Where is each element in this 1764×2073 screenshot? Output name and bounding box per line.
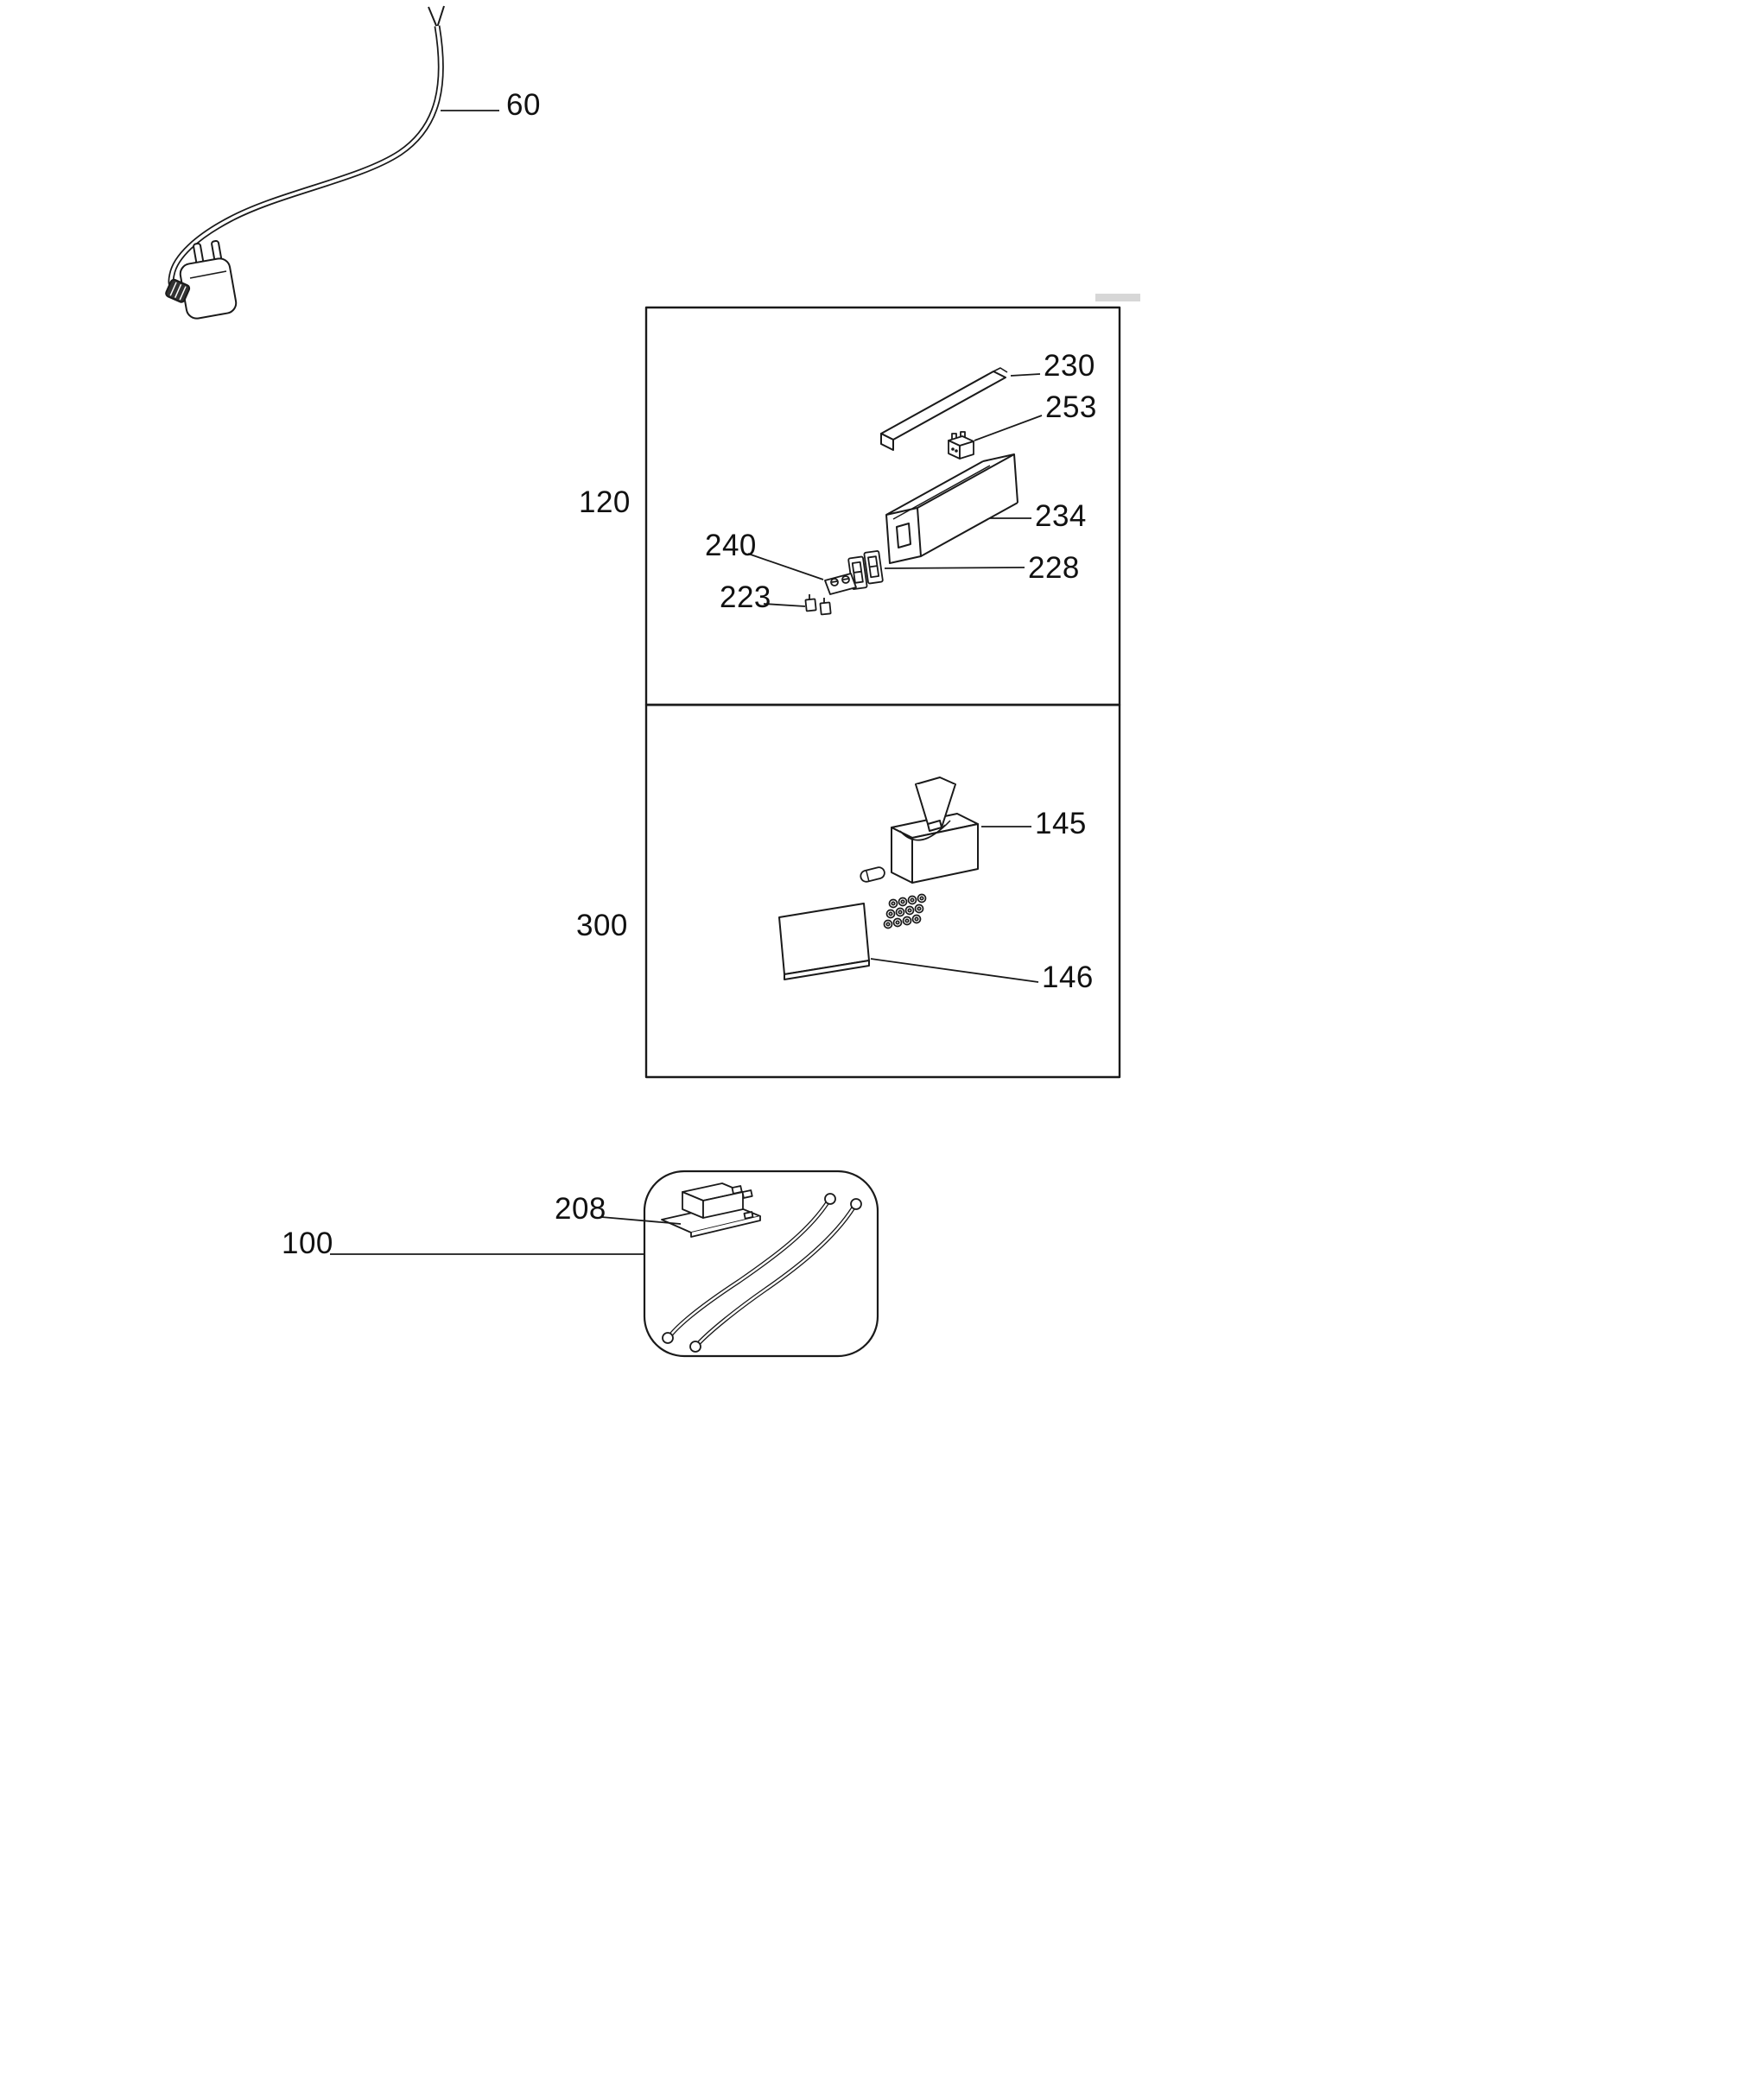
leader-146 [870,958,1039,983]
group-100-drawing [643,1170,879,1358]
part-146-drawing [778,903,870,980]
scan-artifact [1095,294,1140,301]
callout-240: 240 [705,529,757,562]
callout-145: 145 [1035,807,1087,840]
callout-300: 300 [576,909,628,942]
part-253-drawing [948,431,974,460]
leader-223 [763,603,806,607]
callout-234: 234 [1035,499,1087,533]
part-234-drawing [885,453,1018,564]
callout-230: 230 [1044,349,1095,383]
part-145-drawing [891,777,979,884]
callout-253: 253 [1045,390,1097,424]
part-223-drawing [804,594,832,616]
small-capsule-drawing [860,866,885,883]
terminal-block-drawing [883,893,927,929]
callout-146: 146 [1042,960,1094,994]
callout-120: 120 [579,485,631,519]
callout-223: 223 [720,580,771,614]
leader-228 [884,567,1025,569]
leader-230 [1010,373,1041,377]
callout-60: 60 [506,88,541,122]
part-230-drawing [880,367,1008,451]
callout-228: 228 [1028,551,1080,585]
callout-208: 208 [555,1192,606,1226]
part-240-drawing [824,573,857,595]
part-208-drawing [661,1182,761,1238]
leader-lines [330,110,1043,1255]
leader-253 [974,415,1043,441]
power-cord-drawing [165,5,445,320]
group-300-box [644,703,1121,1079]
plug-drawing [165,239,238,320]
leader-240 [747,553,824,580]
part-228-drawing [847,550,884,590]
group-100-box [643,1170,879,1358]
leader-208 [600,1216,682,1225]
callout-100: 100 [282,1227,333,1260]
ignition-wires-drawing [662,1193,862,1353]
